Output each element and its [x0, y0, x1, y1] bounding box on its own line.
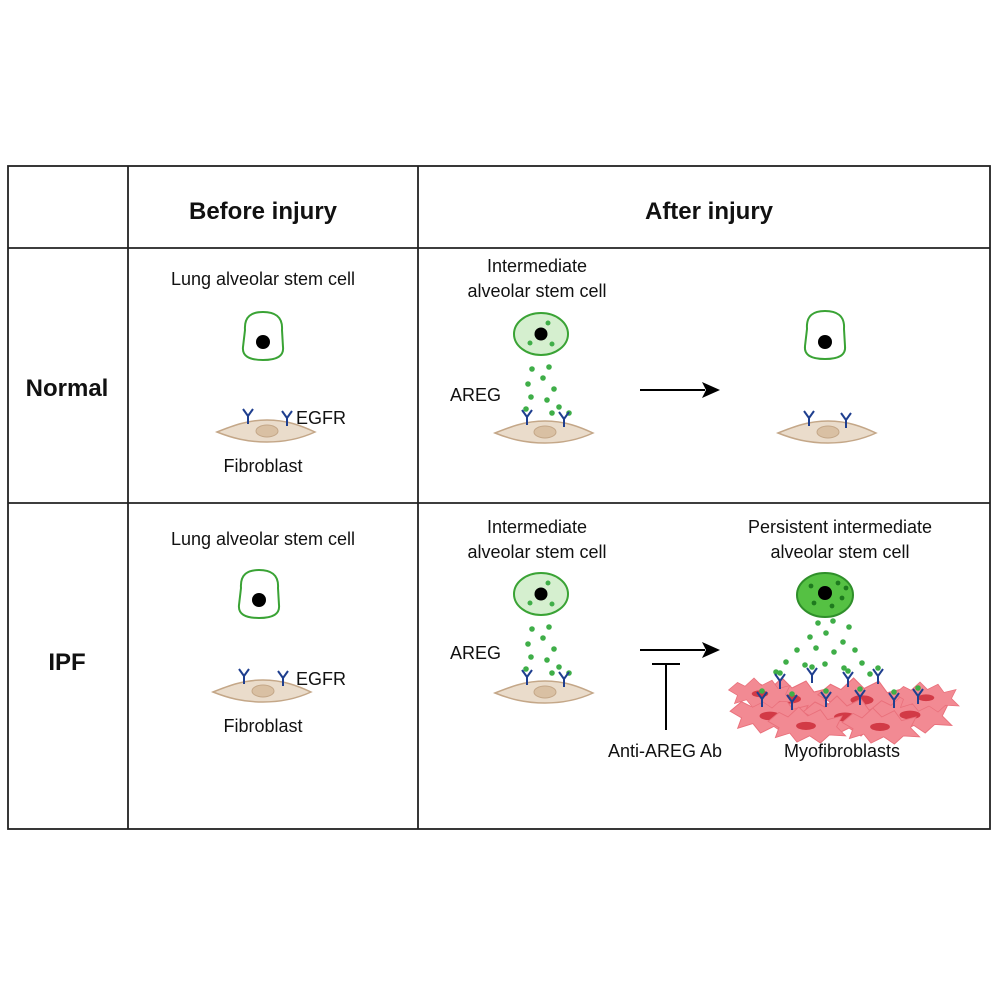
areg-label: AREG	[450, 385, 501, 405]
stem-cell-label: Lung alveolar stem cell	[171, 529, 355, 549]
fibroblast	[494, 680, 594, 704]
persistent-label: alveolar stem cell	[770, 542, 909, 562]
areg-label: AREG	[450, 643, 501, 663]
anti-areg-ab-label: Anti-AREG Ab	[608, 741, 722, 761]
nucleus	[534, 327, 548, 341]
normal-before-panel: Lung alveolar stem cell EGFR Fibroblast	[171, 269, 355, 476]
header-before-injury: Before injury	[189, 198, 338, 225]
normal-after-panel: Intermediate alveolar stem cell AREG	[450, 256, 877, 444]
intermediate-label: alveolar stem cell	[467, 281, 606, 301]
fibroblast	[494, 420, 594, 444]
myofibroblast-cluster	[728, 677, 960, 745]
fibroblast	[777, 420, 877, 444]
intermediate-label: Intermediate	[487, 517, 587, 537]
arrow	[640, 382, 720, 398]
row-header-normal: Normal	[26, 375, 109, 402]
row-header-ipf: IPF	[48, 649, 85, 676]
egfr-label: EGFR	[296, 408, 346, 428]
persistent-label: Persistent intermediate	[748, 517, 932, 537]
header-after-injury: After injury	[645, 198, 774, 225]
intermediate-label: Intermediate	[487, 256, 587, 276]
fibroblast-label: Fibroblast	[223, 716, 302, 736]
inhibition-symbol	[652, 663, 680, 730]
arrow	[640, 642, 720, 658]
table-grid	[7, 165, 991, 830]
intermediate-label: alveolar stem cell	[467, 542, 606, 562]
ipf-before-panel: Lung alveolar stem cell EGFR Fibroblast	[171, 529, 355, 736]
fibroblast-label: Fibroblast	[223, 456, 302, 476]
nucleus	[818, 586, 832, 600]
nucleus	[534, 587, 548, 601]
myofibroblasts-label: Myofibroblasts	[784, 741, 900, 761]
stem-cell-label: Lung alveolar stem cell	[171, 269, 355, 289]
nucleus	[252, 593, 266, 607]
nucleus	[256, 335, 270, 349]
areg-dots	[523, 580, 572, 676]
areg-dots	[523, 320, 572, 416]
nucleus	[818, 335, 832, 349]
egfr-label: EGFR	[296, 669, 346, 689]
ipf-after-panel: Intermediate alveolar stem cell AREG Ant…	[450, 517, 960, 761]
